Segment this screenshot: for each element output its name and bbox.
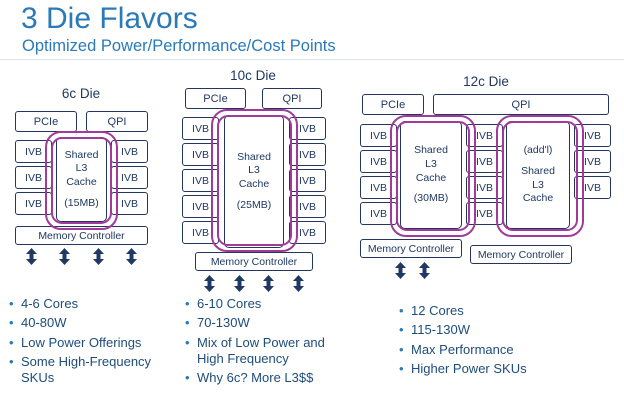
ivb-core-box: IVB [466, 150, 503, 173]
ivb-core-box: IVB [574, 150, 611, 173]
page-subtitle: Optimized Power/Performance/Cost Points [22, 37, 336, 55]
updown-arrow-icon [394, 261, 406, 279]
updown-arrow-icon [59, 247, 71, 265]
cache-line: Cache [415, 171, 447, 184]
ivb-core-box: IVB [574, 176, 611, 199]
ivb-core-box: IVB [289, 117, 326, 140]
bullet-item: Higher Power SKUs [398, 361, 598, 378]
cache-line: Cache [66, 176, 97, 188]
cache-line: L3 [425, 157, 437, 170]
cache-line: Shared [237, 150, 271, 163]
additional-l3-cache-box: (add'l) Shared L3 Cache [506, 121, 570, 229]
die-10c-label: 10c Die [230, 68, 276, 83]
ivb-core-box: IVB [182, 117, 219, 140]
die-10c-bullets: 6-10 Cores 70-130W Mix of Low Power and … [184, 296, 334, 389]
ivb-core-box: IVB [111, 140, 148, 163]
ivb-core-box: IVB [289, 143, 326, 166]
ivb-core-box: IVB [360, 150, 397, 173]
ivb-core-box: IVB [111, 166, 148, 189]
qpi-box: QPI [86, 111, 148, 132]
l3-cache-box: Shared L3 Cache (15MB) [56, 137, 107, 222]
cache-line: L3 [75, 162, 88, 175]
updown-arrow-icon [418, 261, 430, 279]
pcie-box: PCIe [362, 94, 424, 115]
updown-arrow-icon [92, 247, 104, 265]
ivb-core-box: IVB [466, 124, 503, 147]
die-12c-bullets: 12 Cores 115-130W Max Performance Higher… [398, 303, 598, 380]
cache-line: Cache [522, 192, 554, 205]
ivb-core-box: IVB [466, 176, 503, 199]
updown-arrow-icon [292, 274, 304, 292]
ivb-core-box: IVB [15, 192, 52, 215]
updown-arrow-icon [233, 274, 245, 292]
cache-line: Cache [238, 178, 270, 190]
ivb-core-box: IVB [182, 221, 219, 244]
pcie-box: PCIe [15, 111, 77, 132]
ivb-core-box: IVB [15, 140, 52, 163]
ivb-core-box: IVB [111, 192, 148, 215]
pcie-box: PCIe [185, 88, 246, 109]
bullet-item: 115-130W [398, 322, 598, 339]
qpi-box: QPI [433, 94, 609, 115]
bullet-item: 6-10 Cores [184, 296, 334, 313]
cache-size-line: (15MB) [64, 196, 99, 209]
cache-size-line: (30MB) [413, 192, 449, 205]
memory-controller-box: Memory Controller [360, 239, 462, 258]
ivb-core-box: IVB [289, 169, 326, 192]
bullet-item: 70-130W [184, 315, 334, 332]
page-title: 3 Die Flavors [21, 2, 198, 35]
updown-arrow-icon [263, 274, 275, 292]
cache-line: Shared [414, 144, 448, 157]
memory-controller-box: Memory Controller [195, 252, 313, 271]
cache-line: (add'l) [523, 144, 553, 157]
qpi-box: QPI [262, 88, 322, 109]
ivb-core-box: IVB [182, 143, 219, 166]
ivb-core-box: IVB [360, 176, 397, 199]
ivb-core-box: IVB [466, 202, 503, 225]
updown-arrow-icon [26, 247, 38, 265]
bullet-item: Low Power Offerings [8, 335, 183, 352]
cache-line: L3 [532, 178, 544, 191]
l3-cache-box: Shared L3 Cache (25MB) [224, 115, 284, 248]
l3-cache-box: Shared L3 Cache (30MB) [400, 121, 462, 229]
ivb-core-box: IVB [289, 195, 326, 218]
cache-line: Shared [64, 148, 99, 161]
die-6c-bullets: 4-6 Cores 40-80W Low Power Offerings Som… [8, 296, 183, 389]
ivb-core-box: IVB [360, 124, 397, 147]
ivb-core-box: IVB [289, 221, 326, 244]
cache-line: Shared [521, 164, 555, 177]
memory-controller-box: Memory Controller [470, 245, 572, 264]
updown-arrow-icon [125, 247, 137, 265]
bullet-item: Some High-Frequency SKUs [8, 354, 183, 387]
ivb-core-box: IVB [182, 169, 219, 192]
ivb-core-box: IVB [15, 166, 52, 189]
ivb-core-box: IVB [360, 202, 397, 225]
header-divider [0, 59, 624, 60]
updown-arrow-icon [204, 274, 216, 292]
bullet-item: Mix of Low Power and High Frequency [184, 335, 334, 368]
die-6c-label: 6c Die [61, 86, 101, 101]
memory-controller-box: Memory Controller [15, 226, 148, 245]
die-12c-label: 12c Die [463, 74, 509, 89]
cache-line: L3 [248, 164, 260, 177]
bullet-item: 4-6 Cores [8, 296, 183, 313]
memory-channels [15, 247, 148, 265]
bullet-item: 12 Cores [398, 303, 598, 320]
cache-size-line: (25MB) [236, 198, 272, 211]
bullet-item: 40-80W [8, 315, 183, 332]
memory-channels [195, 274, 313, 292]
ivb-core-box: IVB [574, 124, 611, 147]
bullet-item: Why 6c? More L3$$ [184, 370, 334, 387]
ivb-core-box: IVB [182, 195, 219, 218]
bullet-item: Max Performance [398, 342, 598, 359]
memory-channels [388, 261, 436, 279]
